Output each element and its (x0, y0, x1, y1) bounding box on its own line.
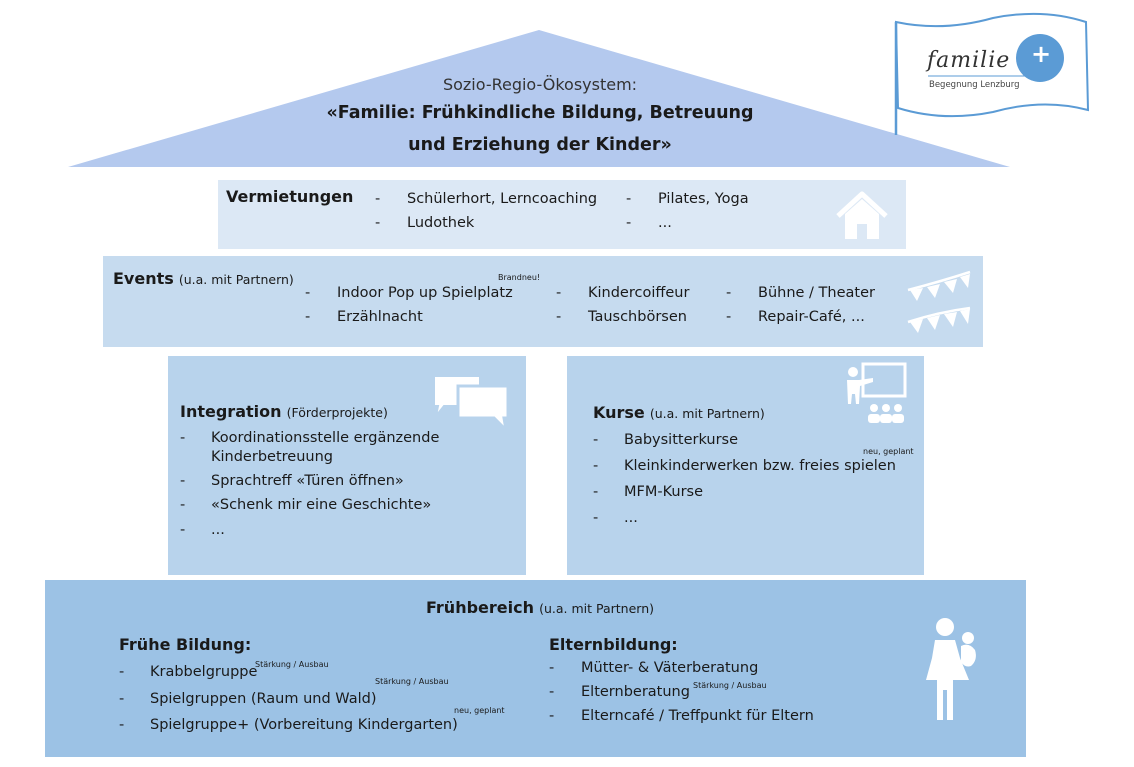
fruehbereich-box: Frühbereich (u.a. mit Partnern) Frühe Bi… (45, 580, 1026, 757)
integration-box: Integration (Förderprojekte) - Koordinat… (168, 356, 526, 575)
kurse-subtitle: (u.a. mit Partnern) (649, 406, 765, 421)
bunting-icon (907, 270, 971, 333)
speech-bubbles-icon (433, 375, 510, 434)
dash: - (626, 191, 632, 207)
teacher-icon (847, 362, 907, 423)
roof-subtitle: Sozio-Regio-Ökosystem: (442, 75, 638, 94)
fruehe-bildung-note: neu, geplant (454, 706, 505, 715)
events-title: Events (113, 269, 174, 288)
roof-shape (68, 30, 1010, 167)
dash: - (180, 522, 186, 538)
dash: - (375, 191, 381, 207)
integration-title: Integration (180, 402, 282, 421)
events-box: Events (u.a. mit Partnern) Brandneu! - I… (103, 256, 983, 347)
elternbildung-note: Stärkung / Ausbau (693, 681, 767, 690)
vermietungen-box: Vermietungen - Schülerhort, Lerncoaching… (218, 180, 906, 249)
fruehe-bildung-title: Frühe Bildung: (119, 635, 252, 654)
flag-icon (894, 12, 1090, 135)
elternbildung-title: Elternbildung: (549, 635, 678, 654)
dash: - (549, 660, 555, 676)
dash: - (119, 691, 125, 707)
roof-title-line2: und Erziehung der Kinder» (408, 135, 672, 155)
dash: - (593, 510, 599, 526)
dash: - (726, 285, 732, 301)
dash: - (593, 484, 599, 500)
integration-heading: Integration (Förderprojekte) (180, 402, 388, 421)
events-item: Bühne / Theater (758, 285, 875, 301)
dash: - (180, 430, 186, 446)
dash: - (556, 285, 562, 301)
kurse-box: Kurse (u.a. mit Partnern) neu, geplant -… (567, 356, 924, 575)
events-subtitle: (u.a. mit Partnern) (178, 272, 294, 287)
dash: - (305, 309, 311, 325)
elternbildung-item: Elterncafé / Treffpunkt für Eltern (581, 708, 814, 724)
elternbildung-item: Mütter- & Väterberatung (581, 660, 759, 676)
events-item: Erzählnacht (337, 309, 423, 325)
integration-item: Sprachtreff «Türen öffnen» (211, 473, 404, 489)
kurse-item: Babysitterkurse (624, 432, 739, 448)
kurse-heading: Kurse (u.a. mit Partnern) (593, 403, 765, 422)
dash: - (626, 215, 632, 231)
dash: - (726, 309, 732, 325)
events-heading: Events (u.a. mit Partnern) (113, 269, 294, 288)
events-note: Brandneu! (498, 273, 541, 282)
vermietungen-item: Ludothek (407, 215, 475, 231)
dash: - (119, 717, 125, 733)
fruehe-bildung-note: Stärkung / Ausbau (255, 660, 329, 669)
kurse-note: neu, geplant (863, 447, 914, 456)
dash: - (593, 432, 599, 448)
fruehe-bildung-note: Stärkung / Ausbau (375, 677, 449, 686)
vermietungen-item: Schülerhort, Lerncoaching (407, 191, 598, 207)
dash: - (119, 664, 125, 680)
kurse-item: MFM-Kurse (624, 484, 704, 500)
logo-name: familie (927, 48, 1011, 73)
dash: - (556, 309, 562, 325)
elternbildung-item: Elternberatung (581, 684, 690, 700)
kurse-title: Kurse (593, 403, 645, 422)
integration-item: Koordinationsstelle ergänzende (211, 430, 440, 446)
house-icon (836, 191, 888, 239)
logo-tagline: Begegnung Lenzburg (929, 80, 1020, 90)
dash: - (305, 285, 311, 301)
dash: - (549, 708, 555, 724)
dash: - (549, 684, 555, 700)
fruehbereich-subtitle: (u.a. mit Partnern) (539, 601, 654, 616)
integration-item: Kinderbetreuung (211, 449, 333, 465)
fruehbereich-heading: Frühbereich (u.a. mit Partnern) (426, 598, 654, 617)
dash: - (180, 497, 186, 513)
mother-child-icon (926, 618, 976, 720)
fruehe-bildung-item: Spielgruppe+ (Vorbereitung Kindergarten) (150, 717, 458, 733)
fruehbereich-title: Frühbereich (426, 598, 534, 617)
vermietungen-title: Vermietungen (226, 187, 354, 206)
fruehe-bildung-item: Krabbelgruppe (150, 664, 258, 680)
integration-item: ... (211, 522, 225, 538)
kurse-item: ... (624, 510, 638, 526)
events-item: Tauschbörsen (588, 309, 687, 325)
vermietungen-item: Pilates, Yoga (658, 191, 749, 207)
fruehe-bildung-item: Spielgruppen (Raum und Wald) (150, 691, 377, 707)
integration-subtitle: (Förderprojekte) (286, 405, 388, 420)
logo: familie + Begegnung Lenzburg (893, 12, 1093, 137)
dash: - (180, 473, 186, 489)
dash: - (593, 458, 599, 474)
dash: - (375, 215, 381, 231)
vermietungen-item: ... (658, 215, 672, 231)
events-item: Indoor Pop up Spielplatz (337, 285, 513, 301)
events-item: Repair-Café, ... (758, 309, 865, 325)
roof-text: Sozio-Regio-Ökosystem: «Familie: Frühkin… (250, 75, 830, 158)
events-item: Kindercoiffeur (588, 285, 690, 301)
integration-item: «Schenk mir eine Geschichte» (211, 497, 432, 513)
roof-title-line1: «Familie: Frühkindliche Bildung, Betreuu… (326, 103, 754, 123)
kurse-item: Kleinkinderwerken bzw. freies spielen (624, 458, 896, 474)
logo-plus: + (1031, 40, 1052, 68)
